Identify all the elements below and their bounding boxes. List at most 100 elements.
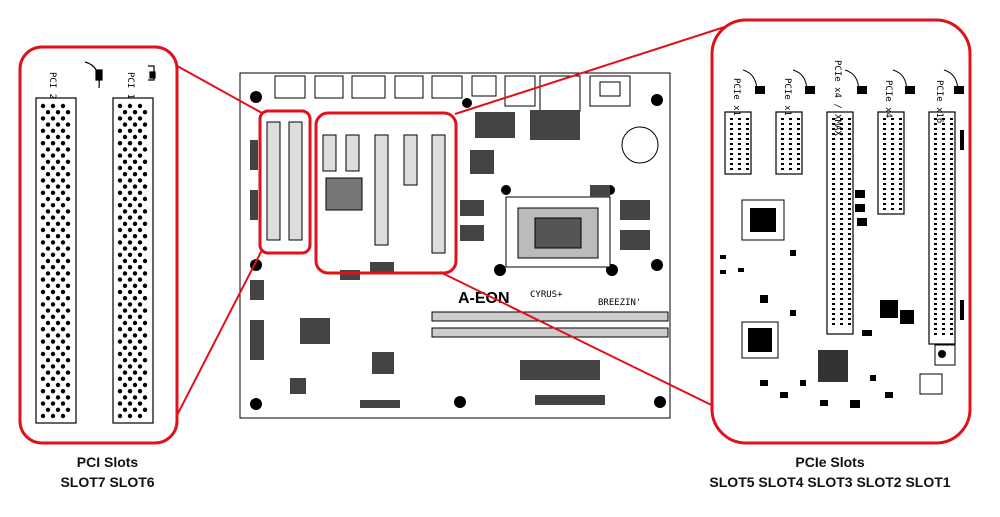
pci-pin: [142, 221, 148, 226]
pcie-pin: [883, 133, 886, 135]
pci-pin: [137, 289, 143, 295]
pci-pin: [137, 327, 143, 332]
pci-pin: [55, 271, 61, 276]
pcie-pin: [934, 293, 937, 295]
pci-pin: [122, 358, 128, 363]
pci-pin: [142, 382, 148, 388]
pcie-pin: [840, 148, 843, 150]
pci-pin: [122, 283, 128, 288]
pci-pin: [60, 252, 66, 257]
pci-pin: [127, 240, 133, 245]
pci-pin: [117, 327, 123, 332]
pcie-pin: [934, 208, 937, 210]
pcie-pin: [934, 148, 937, 150]
pci-pin: [117, 339, 123, 344]
pcie-pin: [899, 193, 902, 195]
pci-pin: [55, 110, 61, 115]
pci-pin: [137, 277, 143, 282]
pcie-pin: [797, 133, 800, 135]
pcie-pin: [840, 138, 843, 140]
pci-pin: [142, 296, 148, 301]
pcie-zoom-slot-5: [928, 111, 956, 345]
pci-pin: [65, 159, 71, 164]
pci-pin: [132, 320, 138, 326]
pci-pin: [65, 382, 71, 388]
pci-pin: [50, 277, 56, 282]
pci-pin: [60, 203, 66, 208]
pci-pin: [132, 333, 138, 338]
pci-pin: [122, 159, 128, 164]
pci-pin: [65, 283, 71, 288]
pcie-pin: [934, 118, 937, 120]
pcie-pin: [942, 223, 945, 225]
pcie-pin: [832, 233, 835, 235]
pcie-pin: [730, 143, 733, 145]
pcie-pin: [840, 293, 843, 295]
pcie-pin: [840, 153, 843, 155]
callout-lines: [169, 21, 743, 426]
pcie-pin: [934, 158, 937, 160]
pcie-pin: [848, 283, 851, 285]
pci-pin: [40, 401, 46, 406]
pci-pin: [137, 153, 143, 158]
pcie-pin: [883, 123, 886, 125]
pci-pin: [117, 227, 123, 233]
pcie-pin: [848, 178, 851, 180]
pci-pin: [127, 227, 133, 233]
pcie-pin: [934, 178, 937, 180]
pci-pin: [50, 215, 56, 220]
pcie-pin: [883, 148, 886, 150]
pcie-pin: [942, 298, 945, 300]
pcie-pin: [840, 288, 843, 290]
pcie-pin: [840, 278, 843, 280]
pcie-pin: [848, 183, 851, 185]
pcie-pin: [942, 263, 945, 265]
pci-pin: [45, 184, 51, 189]
pcie-pin: [832, 223, 835, 225]
pcie-pin: [840, 268, 843, 270]
pcie-pin: [730, 123, 733, 125]
pcie-pin: [934, 193, 937, 195]
pci-pin: [132, 184, 138, 189]
pci-pin: [132, 345, 138, 350]
pci-pin: [60, 314, 66, 319]
pcie-pin: [848, 293, 851, 295]
pci-pin: [142, 196, 148, 202]
pci-pin: [137, 401, 143, 406]
pci-pin: [122, 296, 128, 301]
pci-pin: [122, 221, 128, 226]
board-brand-logo: A-EON: [458, 290, 510, 307]
pcie-pin: [797, 143, 800, 145]
pcie-pin: [942, 198, 945, 200]
pci-pin: [45, 358, 51, 363]
pci-pin: [50, 116, 56, 121]
pcie-pin: [832, 273, 835, 275]
pci-pin: [65, 320, 71, 326]
pcie-pin: [891, 208, 894, 210]
pcie-pin: [950, 248, 953, 250]
pcie-pin: [950, 228, 953, 230]
pcie-pin: [891, 193, 894, 195]
pci-pin: [117, 203, 123, 208]
pcie-pin: [934, 263, 937, 265]
pcie-pin: [899, 133, 902, 135]
pcie-pin: [942, 283, 945, 285]
pcie-pin: [942, 118, 945, 120]
pci-pin: [132, 271, 138, 276]
pci-zoom-panel: PCI 2 PCI 1: [18, 45, 179, 445]
pcie-pin: [797, 153, 800, 155]
pcie-pin: [840, 233, 843, 235]
pci-pin: [142, 122, 148, 127]
pcie-pin: [934, 173, 937, 175]
pci-pin: [142, 184, 148, 189]
pcie-pin: [848, 268, 851, 270]
pcie-pin: [899, 148, 902, 150]
pcie-pin: [738, 128, 741, 130]
pci-pin: [50, 401, 56, 406]
pcie-pin: [840, 238, 843, 240]
pcie-pin: [840, 228, 843, 230]
pcie-pin: [840, 128, 843, 130]
pcie-pin: [848, 128, 851, 130]
pci-pin: [132, 246, 138, 251]
pci-pin: [40, 302, 46, 307]
